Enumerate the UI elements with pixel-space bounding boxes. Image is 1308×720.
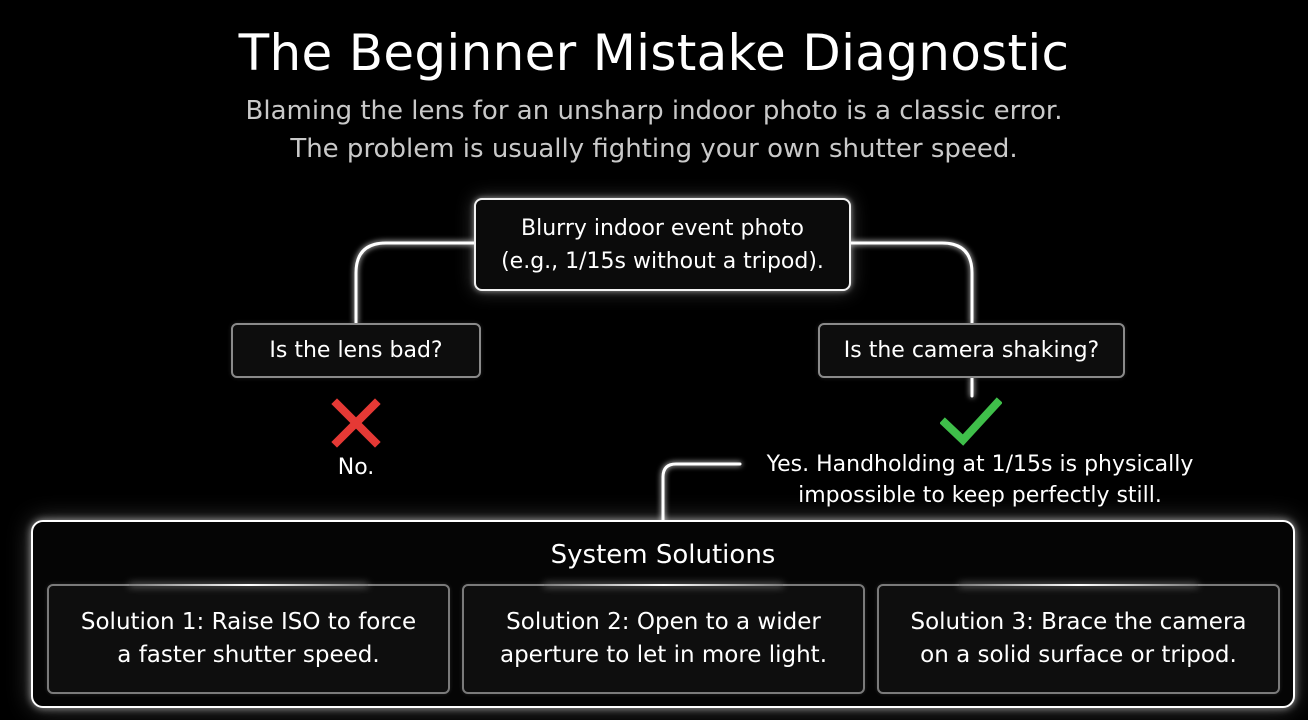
connector-root-to-shake xyxy=(849,241,974,325)
yes-answer-line-2: impossible to keep perfectly still. xyxy=(798,483,1162,508)
solution-3-line-1: Solution 3: Brace the camera xyxy=(910,609,1247,635)
solution-card-2: Solution 2: Open to a wider aperture to … xyxy=(462,584,865,694)
solution-1-line-1: Solution 1: Raise ISO to force xyxy=(80,609,417,635)
shake-question-node: Is the camera shaking? xyxy=(818,323,1125,378)
no-answer-label: No. xyxy=(337,455,375,480)
root-node-line-1: Blurry indoor event photo xyxy=(521,215,804,241)
solution-1-line-2: a faster shutter speed. xyxy=(117,642,380,668)
root-node-blurry-photo: Blurry indoor event photo (e.g., 1/15s w… xyxy=(474,198,851,291)
solution-3-line-2: on a solid surface or tripod. xyxy=(920,642,1237,668)
lens-question-label: Is the lens bad? xyxy=(269,338,443,363)
root-node-line-2: (e.g., 1/15s without a tripod). xyxy=(501,248,824,274)
subtitle-line-1: Blaming the lens for an unsharp indoor p… xyxy=(245,96,1063,126)
solution-card-1: Solution 1: Raise ISO to force a faster … xyxy=(47,584,450,694)
diagram-title: The Beginner Mistake Diagnostic xyxy=(238,24,1070,82)
check-icon xyxy=(940,397,1002,446)
solution-2-line-2: aperture to let in more light. xyxy=(499,642,828,668)
system-solutions-panel: System Solutions Solution 1: Raise ISO t… xyxy=(31,520,1295,708)
connector-root-to-lens xyxy=(354,241,476,325)
yes-answer-line-1: Yes. Handholding at 1/15s is physically xyxy=(766,452,1194,477)
shake-question-label: Is the camera shaking? xyxy=(843,338,1100,363)
system-solutions-title: System Solutions xyxy=(550,540,776,570)
connector-yes-to-solutions xyxy=(661,462,742,524)
cross-icon xyxy=(331,398,381,448)
solution-2-line-1: Solution 2: Open to a wider xyxy=(506,609,821,635)
lens-question-node: Is the lens bad? xyxy=(231,323,481,378)
subtitle-line-2: The problem is usually fighting your own… xyxy=(290,134,1018,164)
solution-card-3: Solution 3: Brace the camera on a solid … xyxy=(877,584,1280,694)
yes-answer-label: Yes. Handholding at 1/15s is physically … xyxy=(740,449,1220,511)
